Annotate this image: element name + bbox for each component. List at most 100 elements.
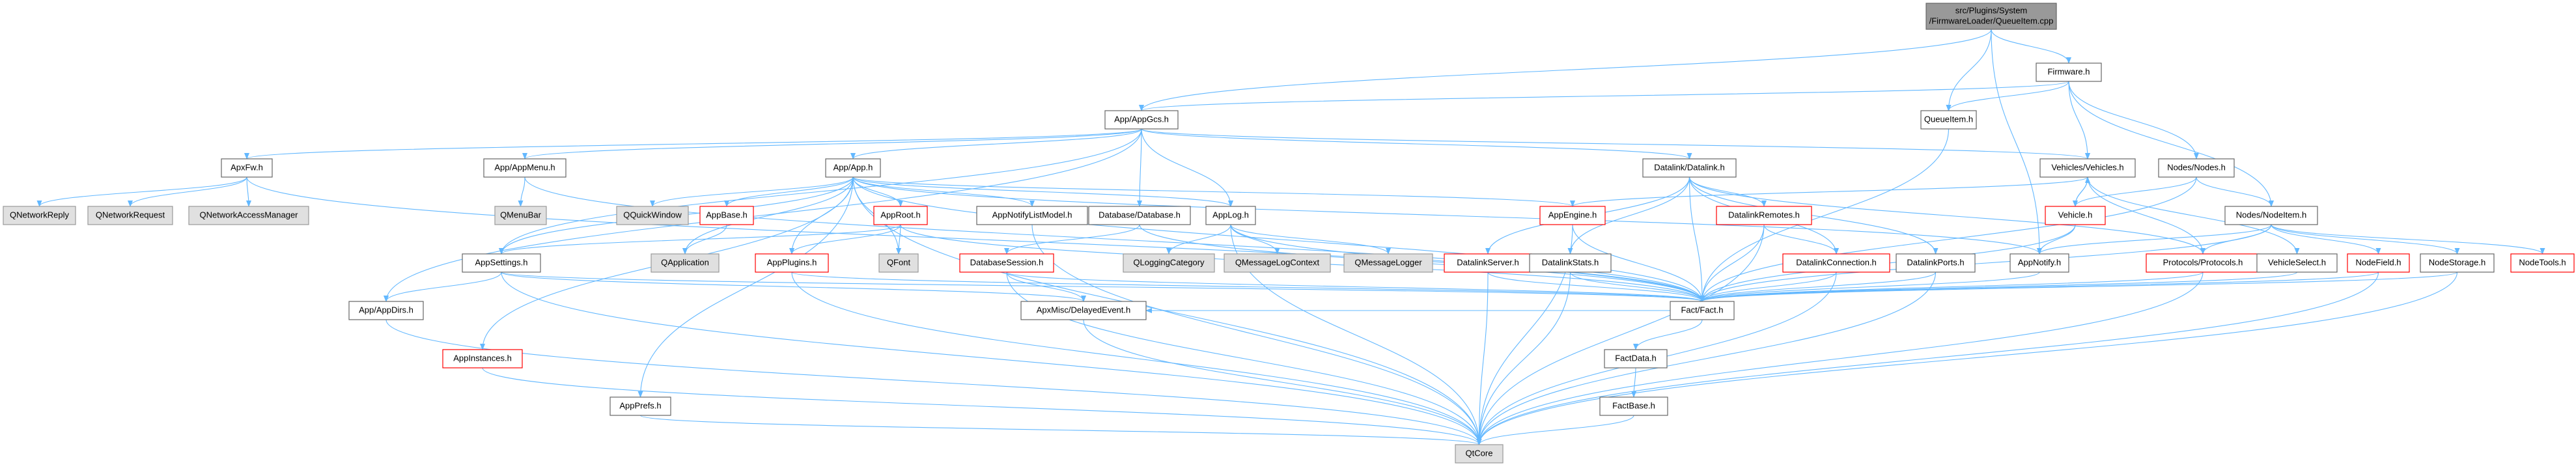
node-fact[interactable]: Fact/Fact.h [1670,301,1735,320]
node-database[interactable]: Database/Database.h [1088,206,1191,225]
node-vehicles[interactable]: Vehicles/Vehicles.h [2039,158,2136,178]
edge-appsettings-to-delayedevent [501,271,1086,302]
edge-dbsession-to-qtcore [1006,271,1482,445]
node-root[interactable]: src/Plugins/System/FirmwareLoader/QueueI… [1925,3,2057,30]
node-nodes[interactable]: Nodes/Nodes.h [2158,158,2235,178]
edge-root-to-appnotify [1991,29,2042,255]
edge-dlremotes-to-qtcore [1476,224,1765,445]
edge-appsettings-to-fact [501,271,1705,302]
node-box-appnotify [2009,253,2069,273]
edge-appengine-to-fact [1572,224,1705,302]
edge-dlserver-to-fact [1487,271,1705,302]
node-label-vehicleselect: VehicleSelect.h [2268,257,2326,267]
node-box-appgcs [1104,110,1179,130]
node-box-root [1925,3,2057,30]
node-label-appsettings: AppSettings.h [475,257,528,267]
node-appgcs[interactable]: App/AppGcs.h [1104,110,1179,130]
node-dlports[interactable]: DatalinkPorts.h [1896,253,1976,273]
node-box-nodes [2158,158,2235,178]
edge-appmenu-to-fact [524,176,1705,302]
node-apxfw[interactable]: ApxFw.h [221,158,273,178]
edge-fact-to-factdata [1633,319,1703,350]
node-qtcore: QtCore [1455,444,1504,464]
node-box-vehicles [2039,158,2136,178]
edge-firmware-to-vehicles [2068,81,2090,160]
node-box-delayedevent [1020,301,1147,320]
node-appnotifylist[interactable]: AppNotifyListModel.h [976,206,1088,225]
node-label-vehicle: Vehicle.h [2058,210,2093,219]
node-dlremotes[interactable]: DatalinkRemotes.h [1716,206,1812,225]
node-label-qtcore: QtCore [1466,448,1493,458]
node-box-dlremotes [1716,206,1812,225]
node-vehicle[interactable]: Vehicle.h [2045,206,2106,225]
node-appengine[interactable]: AppEngine.h [1539,206,1606,225]
node-label-qlogcat: QLoggingCategory [1133,257,1205,267]
node-box-qnetreq [87,206,173,225]
node-appbase[interactable]: AppBase.h [699,206,754,225]
node-factbase[interactable]: FactBase.h [1599,396,1668,416]
edge-dlconn-to-fact [1700,271,1837,302]
edge-applog-to-qmsglogger [1230,224,1391,255]
node-box-factdata [1604,349,1668,368]
edge-approot-to-appsettings [499,224,901,255]
node-label-appnotify: AppNotify.h [2018,257,2061,267]
node-box-vehicleselect [2256,253,2338,273]
node-box-qnetreply [3,206,76,225]
node-label-qmsglogctx: QMessageLogContext [1235,257,1320,267]
node-box-vehicle [2045,206,2106,225]
node-box-database [1088,206,1191,225]
node-app[interactable]: App/App.h [825,158,881,178]
node-box-qquickwin [616,206,689,225]
node-appdirs[interactable]: App/AppDirs.h [348,301,424,320]
node-box-qapplication [651,253,720,273]
node-box-apxfw [221,158,273,178]
node-factdata[interactable]: FactData.h [1604,349,1668,368]
edge-vehicles-to-vehicleselect [2087,176,2300,255]
node-box-factbase [1599,396,1668,416]
edge-datalink-to-dlstats [1567,176,1690,255]
node-appinstances[interactable]: AppInstances.h [442,349,523,368]
node-dlconn[interactable]: DatalinkConnection.h [1782,253,1890,273]
node-nodefield[interactable]: NodeField.h [2347,253,2410,273]
edge-appmenu-to-qmenubar [518,176,525,207]
node-box-nodetools [2510,253,2575,273]
node-nodeitem[interactable]: Nodes/NodeItem.h [2224,206,2318,225]
node-dbsession[interactable]: DatabaseSession.h [959,253,1054,273]
edge-dbsession-to-fact [1006,271,1705,302]
node-appnotify[interactable]: AppNotify.h [2009,253,2069,273]
node-dlserver[interactable]: DatalinkServer.h [1444,253,1532,273]
node-vehicleselect[interactable]: VehicleSelect.h [2256,253,2338,273]
node-box-fact [1670,301,1735,320]
node-applog[interactable]: AppLog.h [1205,206,1256,225]
edge-datalink-to-fact [1688,176,1705,302]
edge-appgcs-to-appsettings [499,128,1142,255]
node-label-qnetmgr: QNetworkAccessManager [200,210,299,219]
node-datalink[interactable]: Datalink/Datalink.h [1642,158,1737,178]
node-label-appplugins: AppPlugins.h [767,257,817,267]
edge-firmware-to-queueitem [1946,81,2069,111]
node-queueitem[interactable]: QueueItem.h [1920,110,1977,130]
node-protocols[interactable]: Protocols/Protocols.h [2146,253,2260,273]
node-nodestorage[interactable]: NodeStorage.h [2420,253,2495,273]
node-box-dbsession [959,253,1054,273]
node-box-appplugins [755,253,829,273]
node-nodetools[interactable]: NodeTools.h [2510,253,2575,273]
edge-vehicles-to-protocols [2087,176,2205,255]
edge-root-to-firmware [1991,29,2071,64]
edge-appgcs-to-applog [1141,128,1233,207]
node-approot[interactable]: AppRoot.h [873,206,928,225]
edge-app-to-appnotifylist [852,176,1035,207]
node-appprefs[interactable]: AppPrefs.h [609,396,671,416]
node-label-nodeitem: Nodes/NodeItem.h [2236,210,2306,219]
node-label-queueitem: QueueItem.h [1924,114,1973,124]
node-appplugins[interactable]: AppPlugins.h [755,253,829,273]
node-box-approot [873,206,928,225]
node-appsettings[interactable]: AppSettings.h [462,253,541,273]
node-firmware[interactable]: Firmware.h [2036,62,2102,82]
node-delayedevent[interactable]: ApxMisc/DelayedEvent.h [1020,301,1147,320]
node-dlstats[interactable]: DatalinkStats.h [1529,253,1612,273]
node-appmenu[interactable]: App/AppMenu.h [483,158,567,178]
node-label-vehicles: Vehicles/Vehicles.h [2051,162,2123,172]
edge-firmware-to-nodeitem [2068,81,2274,207]
node-box-appsettings [462,253,541,273]
